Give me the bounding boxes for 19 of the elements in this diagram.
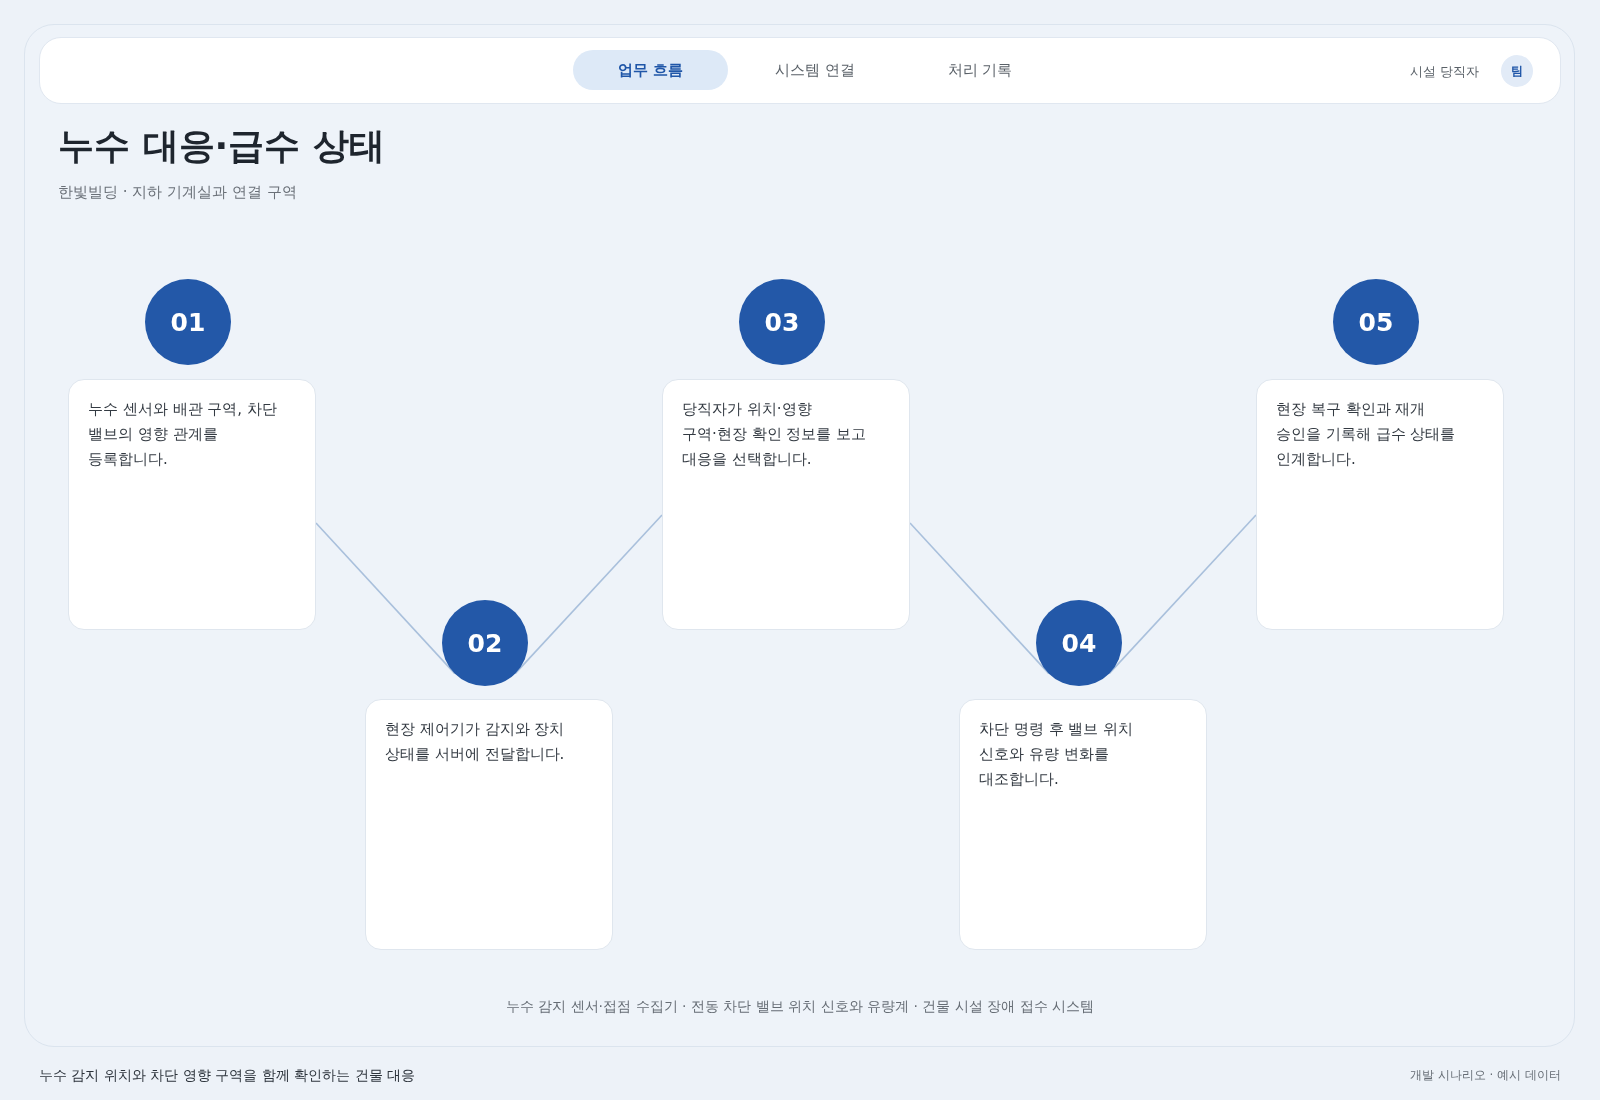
step-card bbox=[959, 699, 1207, 950]
step-text: 현장 복구 확인과 재개 승인을 기록해 급수 상태를 인계합니다. bbox=[1276, 399, 1457, 470]
nav-link: 시스템 연결 bbox=[775, 61, 855, 79]
subtitle: 한빛빌딩 · 지하 기계실과 연결 구역 bbox=[58, 183, 297, 201]
page-title: 누수 대응·급수 상태 bbox=[58, 124, 385, 168]
step-card bbox=[68, 379, 316, 630]
nav-link: 처리 기록 bbox=[947, 61, 1013, 79]
source-note: 누수 감지 센서·접점 수집기 · 전동 차단 밸브 위치 신호와 유량계 · 건물 시설 장애 접수 시스템 bbox=[505, 997, 1095, 1015]
step-text: 누수 센서와 배관 구역, 차단 밸브의 영향 관계를 등록합니다. bbox=[88, 399, 278, 470]
step-card bbox=[662, 379, 910, 630]
step-text: 현장 제어기가 감지와 장치 상태를 서버에 전달합니다. bbox=[385, 719, 566, 765]
user-role: 시설 당직자 bbox=[1409, 64, 1479, 80]
step-card bbox=[1256, 379, 1504, 630]
active-tab: 업무 흐름 bbox=[573, 50, 728, 90]
step-card bbox=[365, 699, 613, 950]
step-text: 당직자가 위치·영향 구역·현장 확인 정보를 보고 대응을 선택합니다. bbox=[682, 399, 868, 470]
footer-note: 개발 시나리오 · 예시 데이터 bbox=[1409, 1067, 1561, 1083]
step-text: 차단 명령 후 밸브 위치 신호와 유량 변화를 대조합니다. bbox=[979, 719, 1135, 790]
caption: 누수 감지 위치와 차단 영향 구역을 함께 확인하는 건물 대응 bbox=[39, 1066, 416, 1084]
